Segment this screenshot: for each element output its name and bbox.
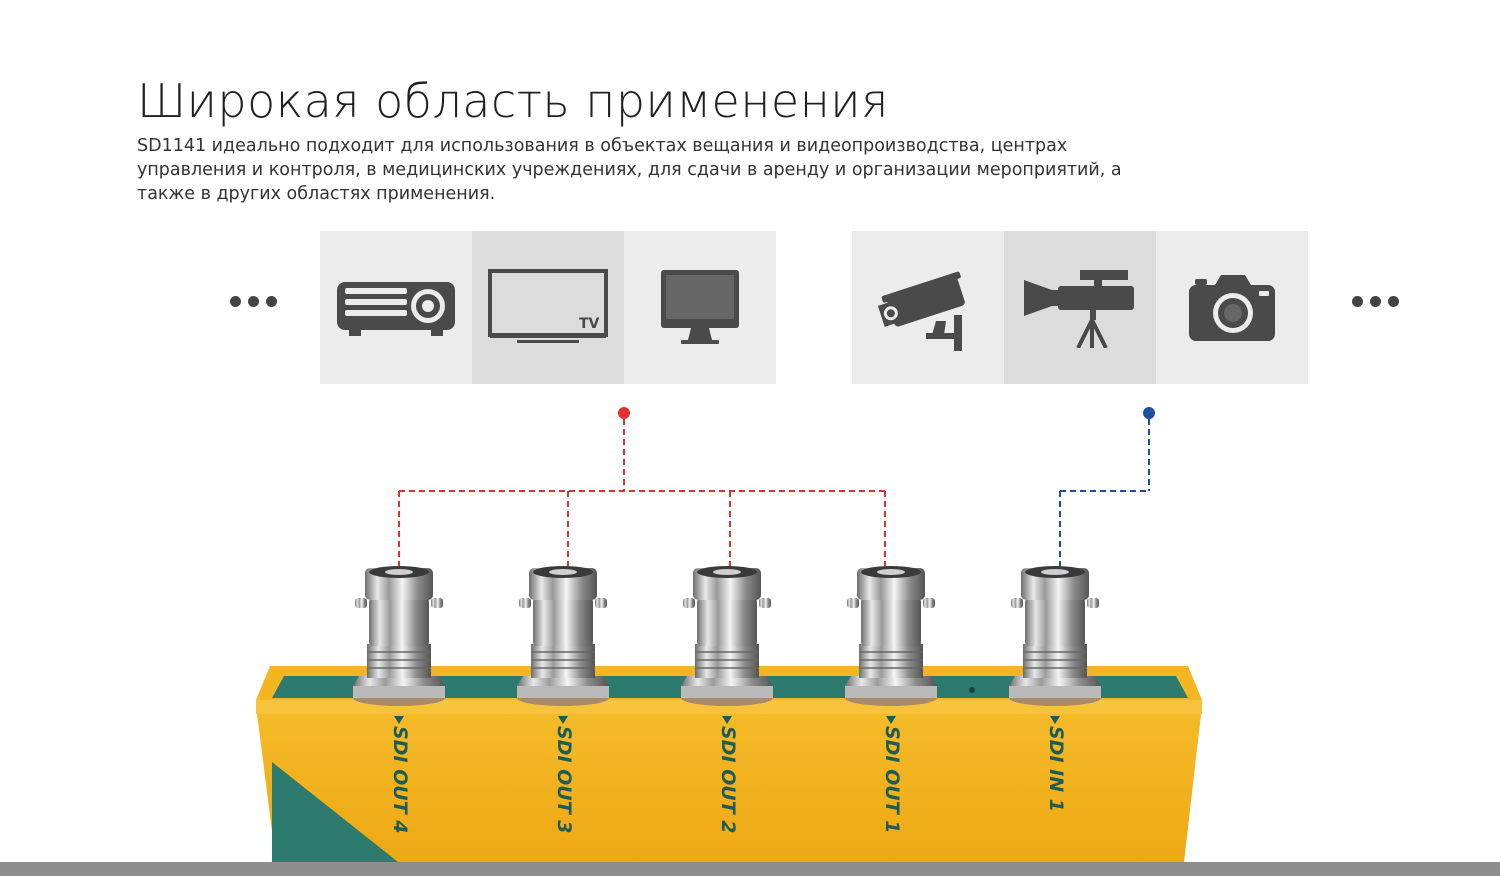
more-inputs-icon [1352,296,1399,307]
projector-icon [337,281,455,336]
port-arrows [394,716,1060,724]
port-labels: SDI OUT 4 SDI OUT 3 SDI OUT 2 SDI OUT 1 … [389,726,1067,834]
cctv-tile [852,231,1004,384]
cctv-camera-icon [877,271,965,351]
bottom-bar [0,862,1500,876]
output-connection-lines [398,419,886,566]
port-label-sdi-out-3: SDI OUT 3 [553,726,575,834]
monitor-icon [661,269,739,344]
page-description: SD1141 идеально подходит для использован… [137,136,1122,204]
output-node-dot [618,407,630,419]
port-label-sdi-out-1: SDI OUT 1 [881,726,903,834]
bnc-connectors [353,566,1101,706]
bnc-connector-2 [517,566,609,706]
input-connection-line [1059,419,1150,566]
more-outputs-icon [230,296,277,307]
tv-icon: TV [488,268,608,343]
bnc-connector-1 [353,566,445,706]
page-title: Широкая область применения [137,74,889,128]
photo-camera-tile [1156,231,1308,384]
projector-tile [320,231,472,384]
input-devices-panel [852,231,1308,384]
bnc-connector-5 [1009,566,1101,706]
output-devices-panel: TV [320,231,776,384]
input-node-dot [1143,407,1155,419]
tv-label: TV [579,316,600,332]
port-label-sdi-out-2: SDI OUT 2 [717,726,739,834]
monitor-tile [624,231,776,384]
bnc-connector-3 [681,566,773,706]
bnc-connector-4 [845,566,937,706]
port-label-sdi-out-4: SDI OUT 4 [389,726,411,834]
port-label-sdi-in-1: SDI IN 1 [1045,726,1067,812]
film-camera-icon [1024,269,1134,348]
tv-tile: TV [472,231,624,384]
film-camera-tile [1004,231,1156,384]
photo-camera-icon [1189,274,1275,341]
